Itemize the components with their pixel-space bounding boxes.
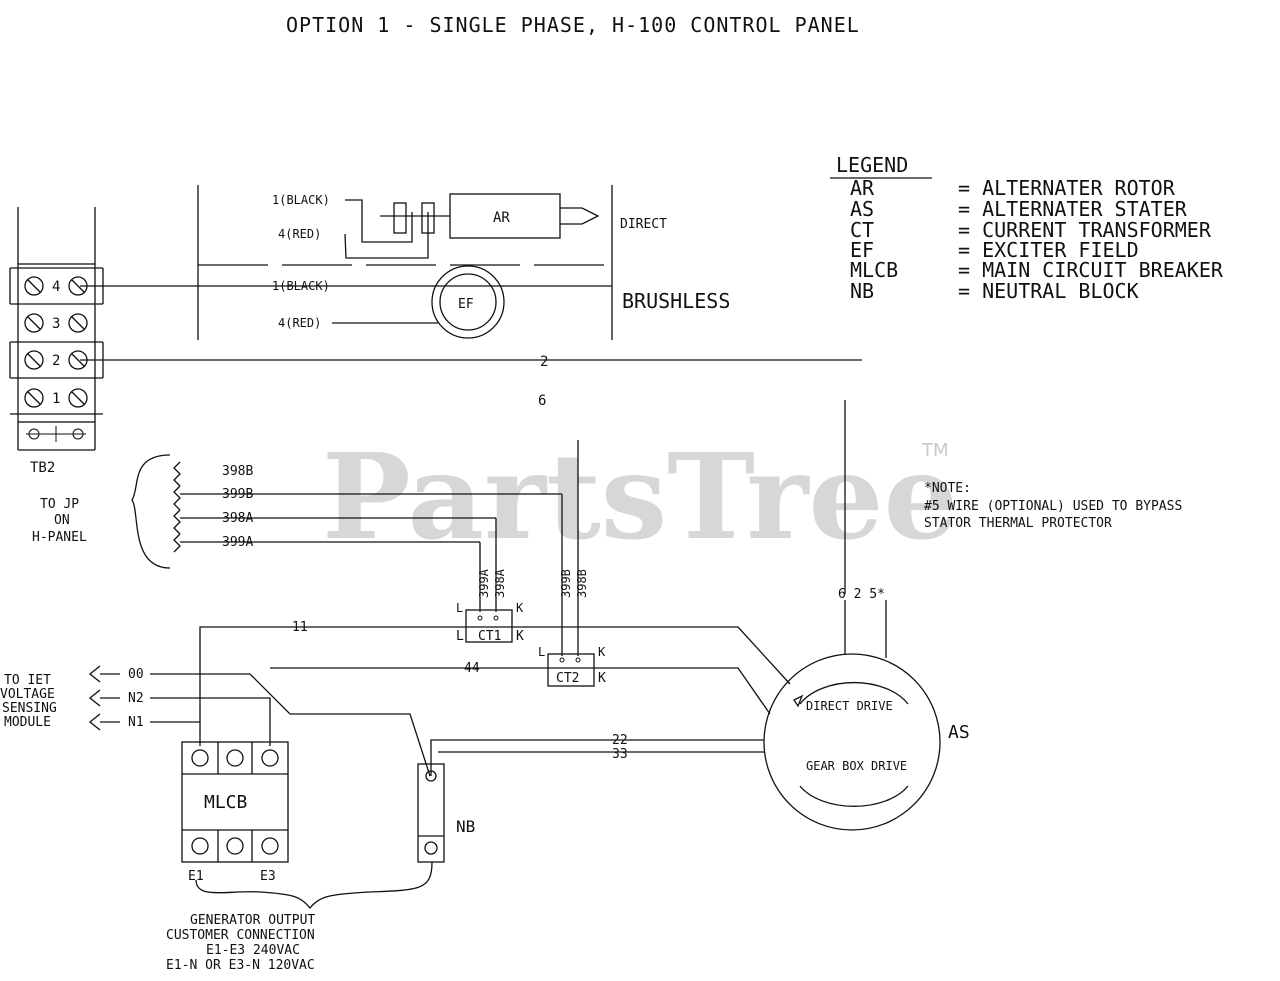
legend-desc-ar: = ALTERNATER ROTOR	[958, 176, 1176, 200]
ct1-l-top: L	[456, 601, 463, 615]
ct2-k-top: K	[598, 645, 606, 659]
screw-icon	[24, 276, 44, 296]
wire-label-398a: 398A	[222, 511, 253, 526]
current-transformer-ct2: L K CT2 K	[538, 645, 606, 687]
vert-label-398b: 398B	[575, 569, 589, 598]
vs-line2: VOLTAGE	[0, 687, 55, 702]
wire-label-n1: N1	[128, 715, 144, 730]
screw-icon	[68, 388, 88, 408]
vs-line4: MODULE	[4, 715, 51, 730]
output-line1: GENERATOR OUTPUT	[190, 913, 315, 928]
output-line4: E1-N OR E3-N 120VAC	[166, 958, 315, 973]
direct-label: DIRECT	[620, 217, 667, 232]
mlcb-label: MLCB	[204, 792, 247, 813]
ct2-k: K	[598, 671, 606, 686]
vs-line3: SENSING	[2, 701, 57, 716]
tb2-terminal-3: 3	[52, 316, 60, 332]
wire-label-33: 33	[612, 747, 628, 762]
legend-desc-nb: = NEUTRAL BLOCK	[958, 279, 1139, 303]
note-line2: STATOR THERMAL PROTECTOR	[924, 516, 1112, 531]
wire-label-black-top: 1(BLACK)	[272, 193, 330, 207]
wire-label-22: 22	[612, 733, 628, 748]
output-line2: CUSTOMER CONNECTION	[166, 928, 315, 943]
screw-icon	[24, 313, 44, 333]
alternator-rotor	[449, 193, 561, 239]
wire-label-2: 2	[540, 354, 548, 370]
wire-label-399b: 399B	[222, 487, 253, 502]
wire-label-00: 00	[128, 667, 144, 682]
wire-label-n2: N2	[128, 691, 144, 706]
watermark: PartsTree	[322, 427, 959, 566]
exciter-field	[431, 265, 505, 339]
tb2-label: TB2	[30, 460, 55, 476]
note-heading: *NOTE:	[924, 481, 971, 496]
watermark-tm: TM	[921, 440, 949, 461]
brushless-label: BRUSHLESS	[622, 289, 730, 313]
mlcb-e1: E1	[188, 869, 204, 884]
hpanel-connection: TO JP ON H-PANEL 398B 399B 398A 399A 399…	[32, 440, 589, 656]
rotor-section: 1(BLACK) 4(RED) AR DIRECT 1(BLACK) 4(RED…	[80, 185, 730, 340]
direct-drive-label: DIRECT DRIVE	[806, 699, 893, 713]
vs-line1: TO IET	[4, 673, 51, 688]
ct1-k: K	[516, 629, 524, 644]
legend-abbr-ct: CT	[850, 218, 874, 242]
note-line1: #5 WIRE (OPTIONAL) USED TO BYPASS	[924, 499, 1182, 514]
wire-label-black-bottom: 1(BLACK)	[272, 279, 330, 293]
legend-abbr-mlcb: MLCB	[850, 258, 898, 282]
vert-label-398a: 398A	[493, 568, 507, 598]
terminal-block-tb2: 4 3 2 1 TB2	[9, 207, 104, 476]
vert-label-399a: 399A	[477, 568, 491, 598]
wire-label-red-top: 4(RED)	[278, 227, 321, 241]
voltage-sensing-connection: TO IET VOLTAGE SENSING MODULE 00 N2 N1	[0, 665, 431, 777]
tb2-terminal-1: 1	[52, 391, 60, 407]
current-transformer-ct1: L K L CT1 K	[456, 601, 524, 644]
as-label: AS	[948, 722, 970, 743]
ct2-label: CT2	[556, 671, 579, 686]
legend-abbr-ef: EF	[850, 238, 874, 262]
legend-heading: LEGEND	[836, 153, 908, 177]
legend-abbr-ar: AR	[850, 176, 875, 200]
vert-label-399b: 399B	[559, 569, 573, 598]
nb-label: NB	[456, 817, 475, 836]
stator-leads-label: 6 2 5*	[838, 587, 885, 602]
ct2-l-top: L	[538, 645, 545, 659]
wire-label-44: 44	[464, 661, 480, 676]
legend-abbr-as: AS	[850, 197, 874, 221]
diagram-title: OPTION 1 - SINGLE PHASE, H-100 CONTROL P…	[286, 13, 860, 37]
legend-desc-mlcb: = MAIN CIRCUIT BREAKER	[958, 258, 1224, 282]
output-description: GENERATOR OUTPUT CUSTOMER CONNECTION E1-…	[166, 913, 315, 973]
legend-abbr-nb: NB	[850, 279, 874, 303]
ef-label: EF	[458, 297, 474, 312]
legend-desc-ct: = CURRENT TRANSFORMER	[958, 218, 1212, 242]
tb2-terminal-4: 4	[52, 279, 60, 295]
tb2-terminal-2: 2	[52, 353, 60, 369]
output-line3: E1-E3 240VAC	[206, 943, 300, 958]
main-circuit-breaker: MLCB E1 E3	[181, 741, 289, 884]
neutral-block: NB 22 33	[417, 733, 764, 863]
ct1-l: L	[456, 629, 464, 644]
legend-desc-ef: = EXCITER FIELD	[958, 238, 1139, 262]
wire-label-11: 11	[292, 620, 308, 635]
wire-label-399a: 399A	[222, 535, 253, 550]
screw-icon	[24, 388, 44, 408]
note: *NOTE: #5 WIRE (OPTIONAL) USED TO BYPASS…	[924, 481, 1182, 531]
ar-label: AR	[493, 210, 510, 226]
mlcb-e3: E3	[260, 869, 276, 884]
wire-label-red-bottom: 4(RED)	[278, 316, 321, 330]
screw-icon	[24, 350, 44, 370]
hpanel-line1: TO JP	[40, 497, 79, 512]
hpanel-line2: ON	[54, 513, 70, 528]
alternator-stator: 6 2 5* DIRECT DRIVE GEAR BOX DRIVE AS	[763, 587, 970, 831]
screw-icon	[68, 313, 88, 333]
ct1-k-top: K	[516, 601, 524, 615]
ct1-label: CT1	[478, 629, 501, 644]
legend-desc-as: = ALTERNATER STATER	[958, 197, 1188, 221]
wire-label-6: 6	[538, 393, 546, 409]
gear-box-drive-label: GEAR BOX DRIVE	[806, 759, 907, 773]
hpanel-line3: H-PANEL	[32, 530, 87, 545]
wire-label-398b: 398B	[222, 464, 253, 479]
legend: LEGEND AR = ALTERNATER ROTOR AS = ALTERN…	[830, 153, 1224, 303]
